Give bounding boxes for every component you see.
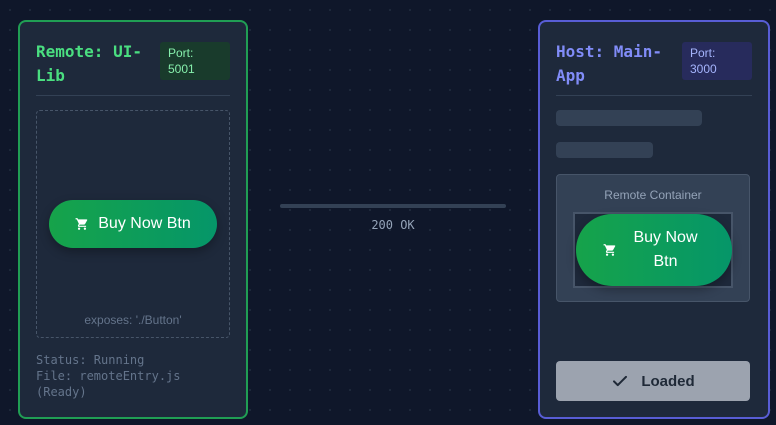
host-card: Host: Main-App Port: 3000 Remote Contain…	[538, 20, 770, 419]
remote-ready: (Ready)	[36, 385, 87, 399]
remote-buy-now-label: Buy Now Btn	[98, 215, 191, 232]
shopping-cart-icon	[603, 244, 615, 256]
loaded-label: Loaded	[641, 372, 695, 390]
remote-status-block: Status: Running File: remoteEntry.js (Re…	[36, 352, 181, 400]
skeleton-line	[556, 110, 702, 126]
check-icon	[613, 375, 628, 387]
remote-port-badge: Port: 5001	[160, 42, 230, 80]
remote-title: Remote: UI-Lib	[36, 42, 142, 85]
remote-card: Remote: UI-Lib Port: 5001 Buy Now Btn ex…	[18, 20, 248, 419]
host-title: Host: Main-App	[556, 42, 662, 85]
connection-status-label: 200 OK	[371, 218, 415, 232]
remote-container-label: Remote Container	[604, 188, 702, 202]
remote-expose-zone: Buy Now Btn exposes: './Button'	[36, 110, 230, 338]
remote-container: Remote Container Buy Now Btn	[556, 174, 750, 302]
exposes-label: exposes: './Button'	[84, 313, 182, 327]
connection-line	[280, 204, 506, 208]
remote-card-header: Remote: UI-Lib Port: 5001	[36, 22, 230, 96]
remote-mount-slot: Buy Now Btn	[573, 212, 733, 288]
skeleton-line	[556, 142, 653, 158]
remote-status: Status: Running	[36, 353, 145, 367]
host-buy-now-button[interactable]: Buy Now Btn	[576, 214, 732, 286]
remote-buy-now-button[interactable]: Buy Now Btn	[49, 200, 217, 248]
host-port-badge: Port: 3000	[682, 42, 752, 80]
remote-file: File: remoteEntry.js	[36, 369, 181, 383]
host-buy-now-label: Buy Now Btn	[633, 229, 698, 270]
loaded-button[interactable]: Loaded	[556, 361, 750, 401]
shopping-cart-icon	[75, 218, 88, 230]
host-card-header: Host: Main-App Port: 3000	[556, 22, 752, 96]
